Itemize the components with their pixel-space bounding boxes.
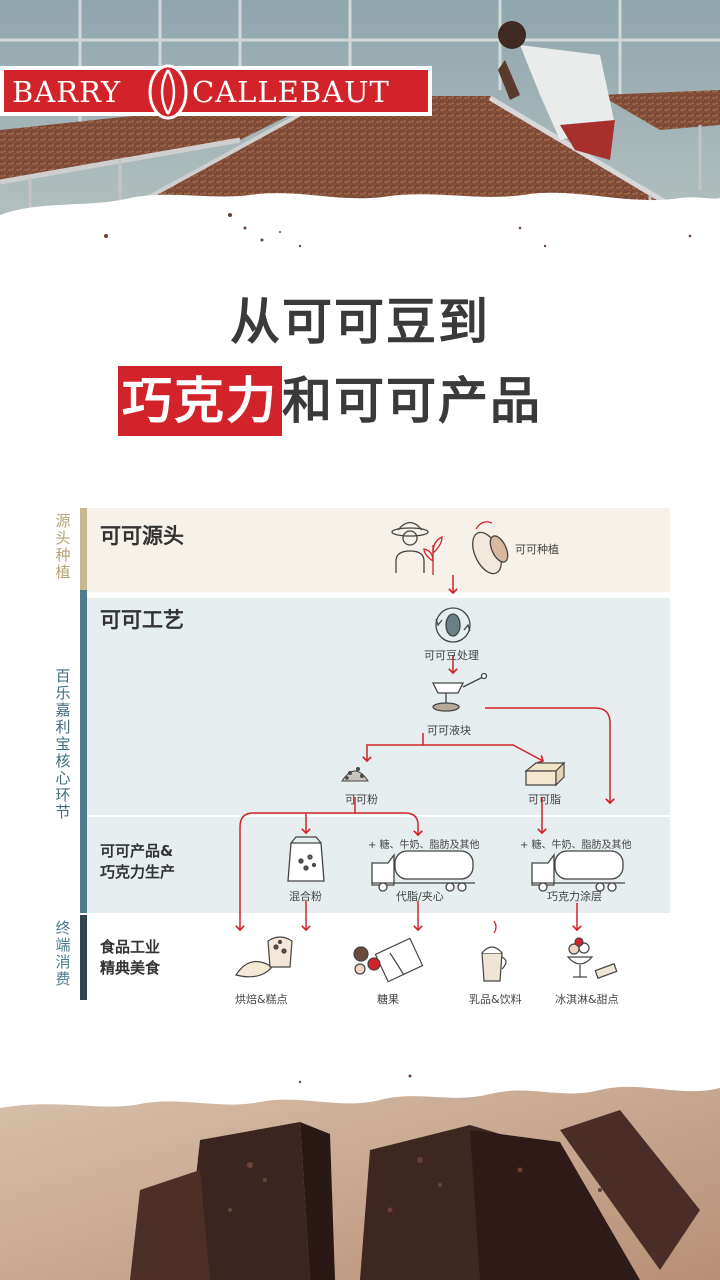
label-bakery: 烘焙&糕点 [235, 993, 288, 1006]
label-additives-fillings: + 糖、牛奶、脂肪及其他 [368, 840, 480, 851]
bottom-photo-chocolate [0, 1070, 720, 1280]
section-title-craft: 可可工艺 [100, 608, 184, 632]
section-title-production-2: 巧克力生产 [100, 863, 176, 881]
label-confectionery: 糖果 [377, 993, 399, 1006]
label-liquor: 可可液块 [427, 724, 471, 737]
cocoa-pod-icon [472, 521, 509, 575]
logo-word-left: BARRY [12, 75, 122, 109]
tanker-truck-icon-coating [531, 850, 625, 892]
section-title-consumer-1: 食品工业 [100, 938, 161, 956]
title-highlight: 巧克力 [118, 366, 282, 436]
bakery-icon [235, 936, 293, 978]
confectionery-icon [353, 937, 424, 983]
cocoa-liquor-icon [431, 672, 488, 712]
side-label-consumer: 终端消费 [55, 919, 71, 988]
label-planting: 可可种植 [515, 543, 559, 556]
cocoa-butter-icon [524, 761, 566, 787]
bar-core [80, 590, 87, 913]
label-fillings: 代脂/夹心 [396, 890, 444, 903]
cocoa-bean-logo-icon [148, 64, 188, 120]
mix-powder-bag-icon [287, 836, 325, 882]
label-coating: 巧克力涂层 [547, 890, 602, 903]
cocoa-powder-icon [341, 767, 369, 782]
sprout-icon [423, 535, 443, 575]
band-craft [80, 598, 670, 815]
title-rest: 和可可产品 [282, 372, 542, 430]
top-photo-cocoa-drying [0, 0, 720, 260]
label-bean-processing: 可可豆处理 [424, 649, 479, 662]
label-icecream: 冰淇淋&甜点 [555, 993, 619, 1006]
label-butter: 可可脂 [528, 793, 561, 806]
section-title-consumer-2: 精典美食 [100, 959, 161, 977]
bean-processing-icon [435, 607, 471, 643]
flow-arrows [235, 521, 625, 983]
label-mix: 混合粉 [289, 890, 322, 903]
barry-callebaut-logo: BARRY CALLEBAUT [0, 64, 432, 120]
side-label-origin: 源头种植 [55, 512, 71, 581]
page-title-line-2: 巧克力和可可产品 [118, 366, 542, 436]
band-origin [80, 508, 670, 592]
dairy-drink-icon [481, 920, 507, 982]
farmer-icon [391, 521, 429, 573]
ice-cream-icon [566, 937, 618, 979]
label-additives-coating: + 糖、牛奶、脂肪及其他 [520, 840, 632, 851]
label-dairy: 乳品&饮料 [469, 993, 522, 1006]
worker-figure [498, 21, 615, 160]
tanker-truck-icon-fillings [371, 850, 475, 892]
value-chain-diagram: 源头种植 百乐嘉利宝核心环节 终端消费 可可源头 可可工艺 可可产品& 巧克力生… [50, 505, 670, 1006]
chocolate-pieces-scene [0, 1070, 720, 1280]
label-powder: 可可粉 [345, 793, 378, 806]
section-title-production-1: 可可产品& [100, 842, 174, 860]
page-title-line-1: 从可可豆到 [230, 293, 490, 351]
cocoa-drying-scene [0, 0, 720, 260]
side-label-core: 百乐嘉利宝核心环节 [55, 667, 71, 821]
logo-word-right: CALLEBAUT [192, 75, 390, 109]
bar-origin [80, 508, 87, 592]
section-title-origin: 可可源头 [100, 524, 184, 548]
bar-consumer [80, 915, 87, 1000]
